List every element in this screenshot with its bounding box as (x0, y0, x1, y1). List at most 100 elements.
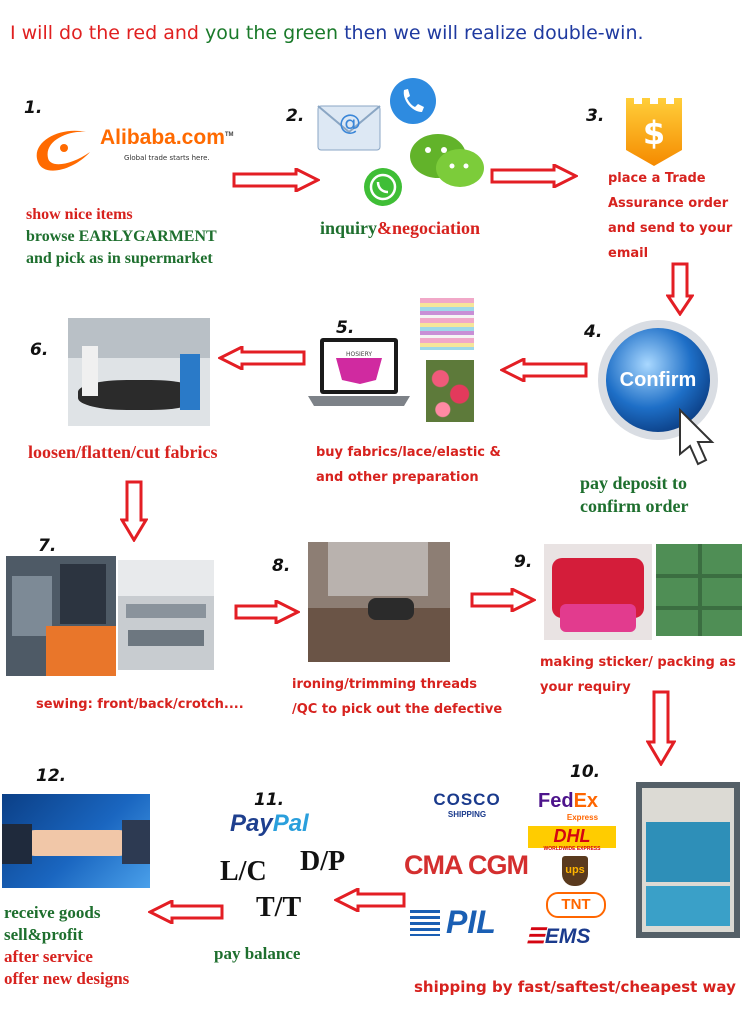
sewing-photo-1 (6, 556, 116, 676)
step-1-line-3: and pick as in supermarket (26, 250, 213, 267)
confirm-button-icon: Confirm (598, 320, 718, 466)
step-10-caption: shipping by fast/saftest/cheapest way (414, 978, 736, 996)
step-3-line-3: and send to your (608, 221, 733, 236)
container-loading-photo (636, 782, 740, 938)
step-9-line-2: your requiry (540, 680, 631, 695)
page-title: I will do the red and you the green then… (10, 22, 644, 44)
arrow-right-icon (470, 588, 536, 612)
step-3-number: 3. (586, 106, 605, 126)
pil-text: PIL (446, 904, 496, 940)
step-9-line-1: making sticker/ packing as (540, 655, 736, 670)
arrow-down-icon (120, 480, 148, 542)
dhl-sub: WORLDWIDE EXPRESS (543, 846, 601, 852)
cma-cgm-logo: CMA CGM (404, 850, 529, 880)
step-4-text: pay deposit to confirm order (580, 472, 688, 518)
alibaba-tm: TM (224, 132, 234, 138)
arrow-right-icon (232, 168, 320, 192)
paypal-text-a: Pay (230, 810, 273, 837)
step-4-number: 4. (584, 322, 603, 342)
step-5-number: 5. (336, 318, 355, 338)
title-part-blue: then we will realize double-win. (344, 22, 644, 44)
arrow-right-icon (234, 600, 300, 624)
sewing-photo-2 (118, 560, 214, 670)
step-8-line-2: /QC to pick out the defective (292, 702, 503, 717)
pil-logo: PIL (410, 902, 514, 942)
step-2-number: 2. (286, 106, 305, 126)
alibaba-logo: Alibaba.comTM Global trade starts here. (30, 122, 234, 182)
step-11-caption: pay balance (214, 944, 301, 963)
alibaba-wordmark: Alibaba.comTM (100, 126, 234, 150)
whatsapp-icon (364, 168, 402, 206)
cartons-photo (656, 544, 742, 636)
arrow-left-icon (218, 346, 306, 370)
step-6-caption: loosen/flatten/cut fabrics (28, 442, 218, 462)
confirm-label: Confirm (620, 369, 697, 391)
title-part-red: I will do the red and (10, 22, 205, 44)
step-7-number: 7. (38, 536, 57, 556)
step-1-text: show nice items browse EARLYGARMENT and … (26, 204, 217, 270)
step-3-line-4: email (608, 246, 649, 261)
ups-logo: ups (562, 856, 588, 886)
arrow-left-icon (148, 900, 224, 924)
step-6-number: 6. (30, 340, 49, 360)
ems-logo: ☰EMS (526, 925, 591, 948)
step-3-text: place a Trade Assurance order and send t… (608, 166, 732, 266)
paypal-logo: PayPal (230, 810, 309, 838)
tnt-logo: TNT (546, 892, 606, 918)
step-12-line-4: offer new designs (4, 969, 130, 988)
arrow-left-icon (334, 888, 406, 912)
alibaba-tagline: Global trade starts here. (124, 154, 210, 162)
step-10-number: 10. (570, 762, 601, 782)
carrier-logos: COSCO SHIPPING FedEx Express DHL WORLDWI… (404, 784, 624, 954)
fedex-text-a: Fed (538, 790, 574, 812)
ems-text: EMS (544, 925, 591, 948)
fabric-rolls-photo (420, 298, 474, 350)
step-8-line-1: ironing/trimming threads (292, 677, 478, 692)
step-3-line-2: Assurance order (608, 196, 729, 211)
step-5-line-2: and other preparation (316, 470, 479, 485)
alibaba-wordmark-text: Alibaba.com (100, 126, 225, 149)
arrow-right-icon (490, 164, 578, 188)
paypal-text-b: Pal (272, 810, 309, 837)
arrow-down-icon (666, 262, 694, 316)
fedex-logo: FedEx Express (538, 790, 598, 822)
dhl-logo: DHL WORLDWIDE EXPRESS (528, 826, 616, 852)
step-1-number: 1. (24, 98, 43, 118)
handshake-photo (2, 794, 150, 888)
cosco-sub: SHIPPING (447, 810, 487, 819)
step-2-inquiry: inquiry (320, 218, 378, 238)
step-1-line-2: browse EARLYGARMENT (26, 228, 217, 245)
step-2-negociation: &negociation (377, 218, 481, 238)
step-12-line-3: after service (4, 947, 93, 966)
step-2-text: inquiry&negociation (320, 218, 480, 239)
step-5-text: buy fabrics/lace/elastic & and other pre… (316, 440, 501, 490)
shield-dollar-icon: $ (626, 98, 682, 166)
step-1-line-1: show nice items (26, 206, 133, 223)
payment-tt: T/T (256, 892, 302, 923)
packed-underwear-photo (544, 544, 652, 640)
laptop-screen-brand: HOSIERY (346, 351, 372, 358)
step-12-number: 12. (36, 766, 67, 786)
dollar-sign: $ (643, 114, 665, 152)
alibaba-swoosh-icon (36, 130, 90, 171)
cutting-room-photo (68, 318, 210, 426)
step-7-caption: sewing: front/back/crotch.... (36, 697, 244, 712)
arrow-left-icon (500, 358, 588, 382)
step-12-text: receive goods sell&profit after service … (4, 902, 129, 990)
cosco-text: COSCO (433, 790, 501, 809)
laptop-icon: HOSIERY (308, 338, 410, 406)
ups-text: ups (565, 864, 585, 876)
svg-text:@: @ (339, 111, 361, 136)
cosco-logo: COSCO SHIPPING (426, 790, 508, 819)
email-icon: @ (317, 105, 381, 151)
step-5-line-1: buy fabrics/lace/elastic & (316, 445, 501, 460)
wechat-icon (410, 134, 484, 187)
title-part-green: you the green (204, 22, 345, 44)
fedex-text-b: Ex (573, 790, 599, 812)
step-11-number: 11. (254, 790, 285, 810)
payment-dp: D/P (300, 846, 346, 877)
phone-icon (390, 78, 436, 124)
ironing-photo (308, 542, 450, 662)
tnt-text: TNT (561, 896, 591, 913)
payment-lc: L/C (220, 856, 267, 887)
